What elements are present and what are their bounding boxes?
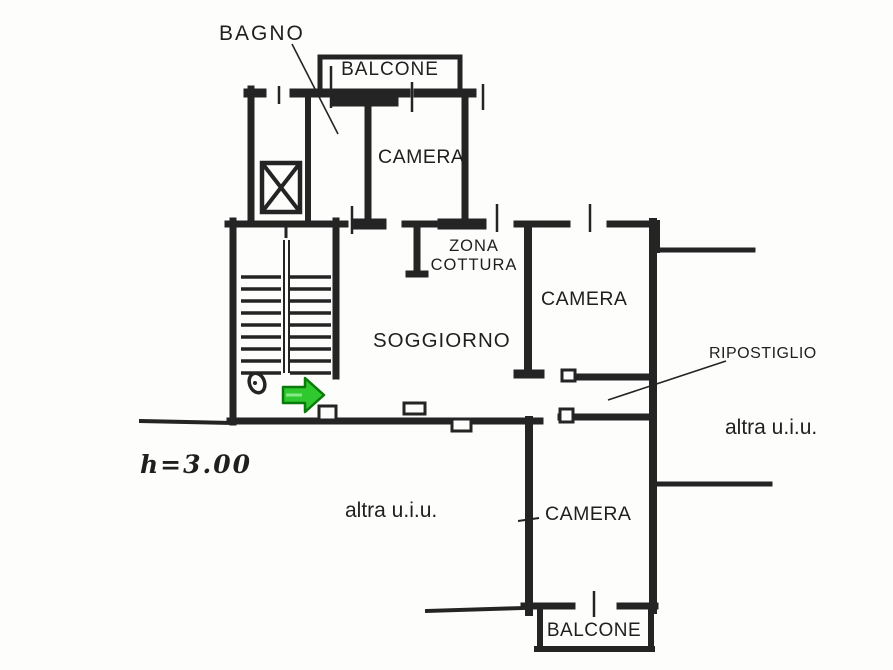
leader-lines bbox=[291, 43, 727, 401]
label-soggiorno: SOGGIORNO bbox=[373, 329, 511, 352]
stair-treads-left bbox=[241, 275, 281, 375]
label-height-note: h=3.00 bbox=[140, 450, 253, 479]
stair-divider bbox=[283, 240, 290, 373]
ripostiglio-jamb-bottom bbox=[558, 407, 575, 424]
label-altra-uiu-left: altra u.i.u. bbox=[345, 499, 438, 522]
walls bbox=[138, 54, 773, 652]
balcony-top-parapet bbox=[317, 54, 463, 93]
bagno-leader-line bbox=[291, 43, 339, 135]
soggiorno-wall-jamb-a bbox=[402, 401, 427, 416]
staircase bbox=[241, 227, 331, 375]
door-jambs bbox=[317, 368, 577, 433]
exterior-line-left bbox=[138, 418, 234, 426]
label-camera-top: CAMERA bbox=[378, 146, 465, 168]
entrance-arrow-shape bbox=[281, 376, 326, 414]
exterior-line-bottom bbox=[424, 605, 527, 614]
label-zona-line1: ZONA bbox=[449, 237, 499, 255]
wall-joint-tick bbox=[517, 517, 540, 522]
entrance-arrow bbox=[281, 376, 326, 414]
elevator-cross bbox=[260, 161, 302, 214]
fixture-circle bbox=[247, 371, 267, 395]
stair-treads-right bbox=[290, 275, 331, 375]
ripostiglio-leader-line bbox=[607, 360, 727, 401]
fixture-circle-dot bbox=[253, 381, 257, 385]
label-bagno: BAGNO bbox=[219, 22, 305, 45]
label-balcone-bottom: BALCONE bbox=[546, 620, 642, 641]
label-camera-bottom: CAMERA bbox=[545, 503, 632, 525]
label-altra-uiu-right: altra u.i.u. bbox=[725, 416, 818, 439]
entrance-jamb bbox=[317, 404, 338, 422]
label-zona-line2: COTTURA bbox=[430, 256, 518, 274]
fixture-circle-outline bbox=[247, 371, 267, 395]
label-zona-cottura: ZONA COTTURA bbox=[412, 237, 536, 275]
elevator-shaft bbox=[259, 160, 303, 215]
balcony-bottom-parapet bbox=[534, 608, 655, 652]
ripostiglio-jamb-top bbox=[560, 368, 577, 383]
label-balcone-top: BALCONE bbox=[341, 59, 439, 80]
label-camera-mid: CAMERA bbox=[541, 288, 628, 310]
soggiorno-wall-jamb-b bbox=[450, 417, 473, 433]
label-ripostiglio: RIPOSTIGLIO bbox=[709, 345, 817, 362]
door-window-marks bbox=[277, 66, 596, 617]
elevator-icon bbox=[259, 160, 303, 215]
